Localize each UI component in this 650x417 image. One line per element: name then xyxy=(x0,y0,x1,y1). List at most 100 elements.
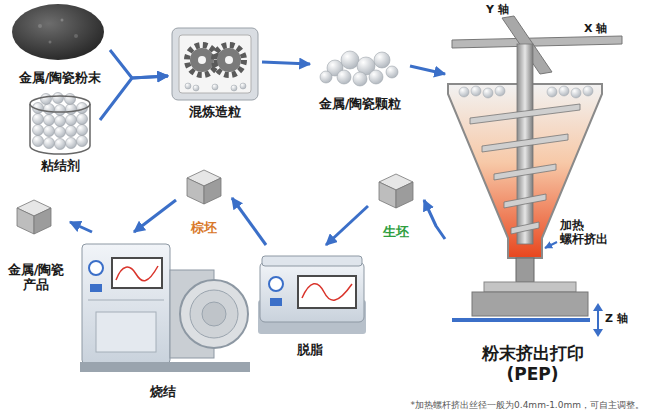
printer-illustration-part xyxy=(545,242,557,248)
binder-container-part-part xyxy=(33,125,44,136)
printer-illustration-part-part xyxy=(547,87,557,97)
printer-illustration-part xyxy=(452,318,590,322)
printer-illustration-part xyxy=(593,303,603,311)
binder-container-part-part xyxy=(55,105,66,116)
sintering-furnace-part xyxy=(180,280,248,348)
flow-arrow xyxy=(100,76,168,120)
brown-body-node: 棕坯 xyxy=(176,168,232,238)
mixer-machine-part xyxy=(190,48,214,72)
printer-illustration-part xyxy=(593,329,603,337)
sintering-furnace-part xyxy=(90,284,102,292)
node-label: 粘结剂 xyxy=(41,158,80,174)
mixing-node: 混炼造粒 xyxy=(168,26,262,122)
product-node: 金属/陶瓷 产品 xyxy=(2,200,70,295)
binder-container-part-part xyxy=(66,126,77,137)
product-cube-part xyxy=(34,208,51,234)
printer-node: 粉末挤出打印 (PEP) xyxy=(445,64,620,386)
mixer-machine-part-part xyxy=(240,83,246,89)
debinding-machine-part xyxy=(260,262,364,322)
mixer-machine-part-part xyxy=(231,85,237,91)
printer-illustration-part-part xyxy=(471,86,481,96)
brown-body-cube-part xyxy=(187,178,204,204)
axis-label: Z 轴 xyxy=(605,312,628,325)
granule-node: 金属/陶瓷颗粒 xyxy=(310,48,410,114)
brown-body-cube-part xyxy=(204,178,221,204)
powder-pile-part xyxy=(49,41,52,44)
printer-illustration-part-part xyxy=(482,134,568,152)
printer-illustration-part xyxy=(452,36,622,48)
mixer-machine-part xyxy=(187,45,217,75)
sintering-furnace-part xyxy=(80,362,250,372)
binder-container-part-part xyxy=(65,94,76,105)
mixer-machine-part xyxy=(179,35,251,93)
flow-arrow xyxy=(262,62,310,64)
mixer-machine-part xyxy=(185,83,246,91)
connector-part xyxy=(70,50,445,245)
binder-container-part-part xyxy=(66,115,77,126)
binder-container-part-part xyxy=(77,136,88,147)
binder-container-part-part xyxy=(44,138,55,149)
node-label: 金属/陶瓷颗粒 xyxy=(319,96,402,112)
binder-container-part-part xyxy=(66,138,77,149)
green-body-cube xyxy=(379,174,413,208)
debinding-node: 脱脂 xyxy=(250,245,370,360)
printer-illustration-part xyxy=(597,310,599,330)
powder-node: 金属/陶瓷粉末 xyxy=(10,2,110,88)
binder-container-part-part xyxy=(44,115,55,126)
binder-container-part xyxy=(30,96,90,112)
printer-illustration-part-part xyxy=(470,104,580,124)
axis-label: X 轴 xyxy=(584,22,607,35)
flow-arrow xyxy=(232,198,266,245)
debinding-machine-part xyxy=(302,284,352,301)
mixer-machine-part-part xyxy=(212,84,218,90)
mixer-machine-part-part xyxy=(185,83,191,89)
debinding-machine xyxy=(258,256,366,334)
sintering-furnace-part xyxy=(116,266,158,281)
granules-part xyxy=(320,71,332,83)
mixer-machine-part xyxy=(225,56,233,64)
granules-part xyxy=(369,70,383,84)
node-label: 棕坯 xyxy=(191,220,217,236)
mixer-machine-part xyxy=(214,45,244,75)
printer-illustration-part-part xyxy=(559,86,569,96)
callout-label: 加热 螺杆挤出 xyxy=(560,218,616,247)
printer-illustration-part-part xyxy=(483,88,493,98)
binder-container-part-part xyxy=(66,104,77,115)
mixer-machine xyxy=(172,28,258,100)
green-body-cube-part xyxy=(396,182,413,208)
flow-arrow xyxy=(70,222,92,232)
printer-illustration-part-part xyxy=(459,87,469,97)
binder-container xyxy=(30,93,90,155)
sintering-furnace-part xyxy=(82,244,170,364)
flow-arrow xyxy=(410,66,445,74)
debinding-machine-part xyxy=(262,256,362,266)
product-cube xyxy=(17,200,51,234)
node-label: 烧结 xyxy=(150,384,176,400)
sintering-node: 烧结 xyxy=(78,232,248,402)
node-label: 金属/陶瓷 产品 xyxy=(5,262,67,293)
binder-container-part-part xyxy=(55,127,66,138)
debinding-machine-part xyxy=(270,298,282,306)
sintering-furnace-part xyxy=(88,300,164,301)
powder-pile-part xyxy=(61,19,64,22)
printer-illustration-part-part xyxy=(583,86,593,96)
granules-part xyxy=(337,70,351,84)
sintering-furnace-part xyxy=(96,312,156,352)
printer-illustration-part xyxy=(472,292,588,316)
node-label: 金属/陶瓷粉末 xyxy=(19,70,102,86)
binder-container-part-part xyxy=(41,94,52,105)
green-body-node: 生坯 xyxy=(368,172,424,242)
sintering-furnace-part xyxy=(202,302,226,326)
flow-arrow xyxy=(326,206,368,245)
node-label: 生坯 xyxy=(383,224,409,240)
mixer-machine-part xyxy=(217,48,241,72)
granules-part xyxy=(374,52,390,68)
printer-illustration-part-part xyxy=(571,88,581,98)
printer-illustration xyxy=(448,16,622,337)
printer-illustration-part-part xyxy=(511,222,539,234)
footnote: *加热螺杆挤出丝径一般为0.4mm-1.0mm，可自主调整。 xyxy=(411,400,644,411)
node-label: 粉末挤出打印 (PEP) xyxy=(470,343,595,384)
mixer-machine-part xyxy=(172,28,258,100)
granules-part xyxy=(386,66,398,78)
